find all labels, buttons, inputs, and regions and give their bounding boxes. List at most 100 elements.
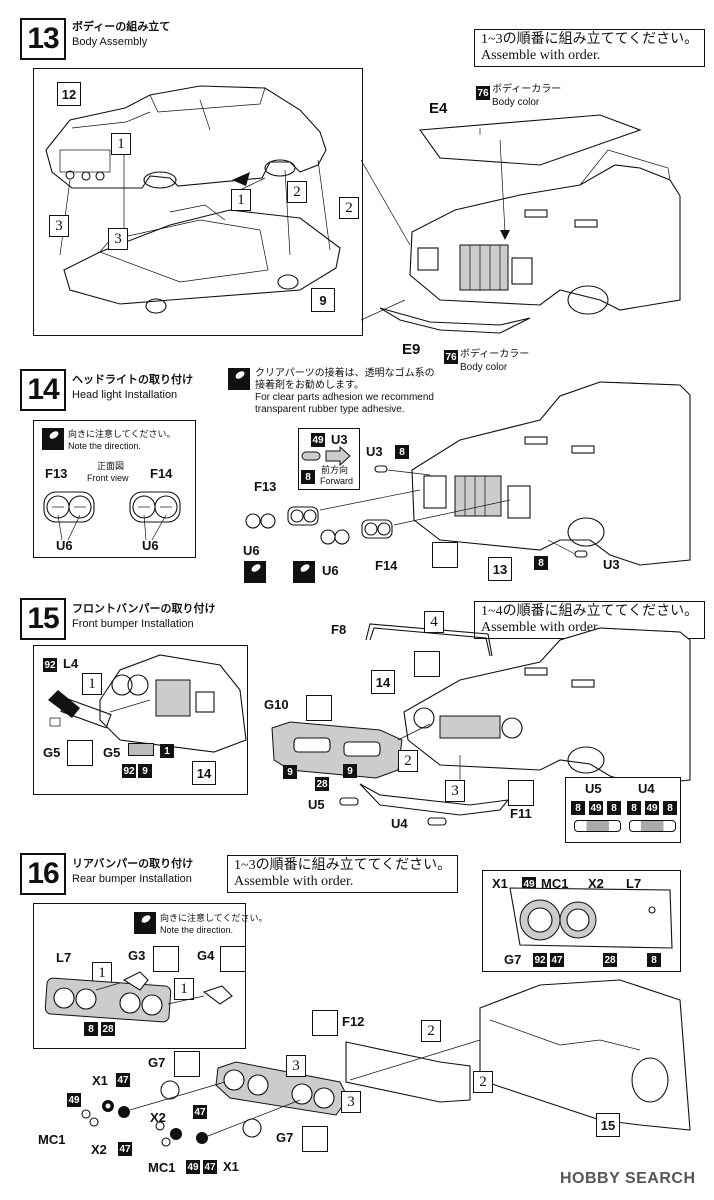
paint-icon-f11 [508,780,534,806]
step-16-title-en: Rear bumper Installation [72,873,192,885]
code-9-c: 9 [343,764,357,778]
order-2-front: 2 [398,750,418,772]
u4-code-8-b: 8 [663,801,677,815]
code-28-rear: 28 [101,1022,115,1036]
part-e4: E4 [429,100,448,117]
inset-code-28: 28 [603,953,617,967]
part-g7-a: G7 [148,1055,166,1070]
u4-code-8-a: 8 [627,801,641,815]
step-16-title-jp: リアバンパーの取り付け [72,858,194,870]
step-15-title-jp: フロントバンパーの取り付け [72,603,216,615]
code-9-a: 9 [138,764,152,778]
u5-swatch [574,820,621,832]
step-15-number: 15 [20,598,66,640]
order-3-front: 3 [445,780,465,802]
part-u3-b: U3 [603,557,620,572]
code-92-a: 92 [43,658,57,672]
step-16-number: 16 [20,853,66,895]
part-u3-a: U3 [366,444,383,459]
order-3b: 3 [108,228,128,250]
order-3: 3 [49,215,69,237]
adhesive-en-1: For clear parts adhesion we recommend [255,392,434,403]
front-view-en: Front view [87,473,129,483]
ref-step-14: 14 [371,670,395,694]
headlight-front-view [43,491,181,541]
direction-jp-16: 向きに注意してください。 [160,913,268,923]
glue-icon-direction-16 [134,912,156,934]
part-g3: G3 [128,948,146,963]
note-en: Assemble with order. [481,620,601,635]
part-u6-b: U6 [322,563,339,578]
inset-code-47: 47 [550,953,564,967]
inset-l7: L7 [626,876,642,891]
code-49-a: 49 [67,1093,81,1107]
forward-en: Forward [320,476,354,486]
part-x1-a: X1 [92,1073,108,1088]
glue-icon-u6-a [244,561,266,583]
adhesive-jp-1: クリアパーツの接着は、透明なゴム系の [255,368,435,379]
order-1-front: 1 [82,673,102,695]
note-jp: 1~3の順番に組み立ててください。 [481,32,699,47]
order-3-rear-a: 3 [286,1055,306,1077]
part-l7: L7 [56,950,72,965]
order-2b: 2 [339,197,359,219]
color-code-76: 76 [476,86,490,100]
part-u4: U4 [391,816,408,831]
code-47-c: 47 [193,1105,207,1119]
u5-code-49: 49 [589,801,603,815]
body-color-en-2: Body color [460,362,508,373]
code-49: 49 [311,433,325,447]
step-13-title-en: Body Assembly [72,36,148,48]
u5-code-8-a: 8 [571,801,585,815]
inset-g7: G7 [504,952,522,967]
code-1: 1 [160,744,174,758]
part-e9: E9 [402,341,421,358]
order-3-rear-b: 3 [341,1091,361,1113]
note-en: Assemble with order. [234,874,354,889]
part-l4: L4 [63,656,79,671]
inset-code-8: 8 [647,953,661,967]
u4-code-49: 49 [645,801,659,815]
inset-code-49: 49 [522,877,536,891]
part-x2-b: X2 [150,1110,166,1125]
glue-icon-direction [42,428,64,450]
ref-step-14-inset: 14 [192,761,216,785]
step-15-title-en: Front bumper Installation [72,618,194,630]
inset-x2: X2 [588,876,604,891]
step-14-title-en: Head light Installation [72,389,178,401]
note-jp: 1~3の順番に組み立ててください。 [234,858,452,873]
part-x1-b: X1 [223,1159,239,1174]
code-28: 28 [315,777,329,791]
step-14-title-jp: ヘッドライトの取り付け [72,374,193,386]
paint-icon-f8 [414,651,440,677]
inset-mc1: MC1 [541,876,569,891]
part-u3-inset: U3 [331,432,348,447]
paint-icon-g5 [67,740,93,766]
order-1-rear-b: 1 [174,978,194,1000]
adhesive-jp-2: 接着剤をお勧めします。 [255,380,364,391]
g5-decal-icon [128,743,154,756]
part-f13-label: F13 [45,466,68,481]
part-f8: F8 [331,622,347,637]
order-1b: 1 [231,189,251,211]
part-g5-b: G5 [103,745,121,760]
step-13-number: 13 [20,18,66,60]
direction-en-16: Note the direction. [160,925,234,935]
direction-en: Note the direction. [68,441,142,451]
code-8-u3a: 8 [395,445,409,459]
adhesive-en-2: transparent rubber type adhesive. [255,404,405,415]
front-view-jp: 正面図 [97,461,125,471]
part-u6-a: U6 [243,543,260,558]
direction-jp: 向きに注意してください。 [68,429,176,439]
hobby-search-watermark: HOBBY SEARCH [560,1170,696,1187]
forward-jp: 前方向 [321,465,349,475]
note-en: Assemble with order. [481,48,601,63]
ref-step-15: 15 [596,1113,620,1137]
paint-icon-g3 [153,946,179,972]
part-f12: F12 [342,1014,365,1029]
code-8-u3b: 8 [534,556,548,570]
note-jp: 1~4の順番に組み立ててください。 [481,604,699,619]
u5-inset-label: U5 [585,781,602,796]
code-49-b: 49 [186,1160,200,1174]
